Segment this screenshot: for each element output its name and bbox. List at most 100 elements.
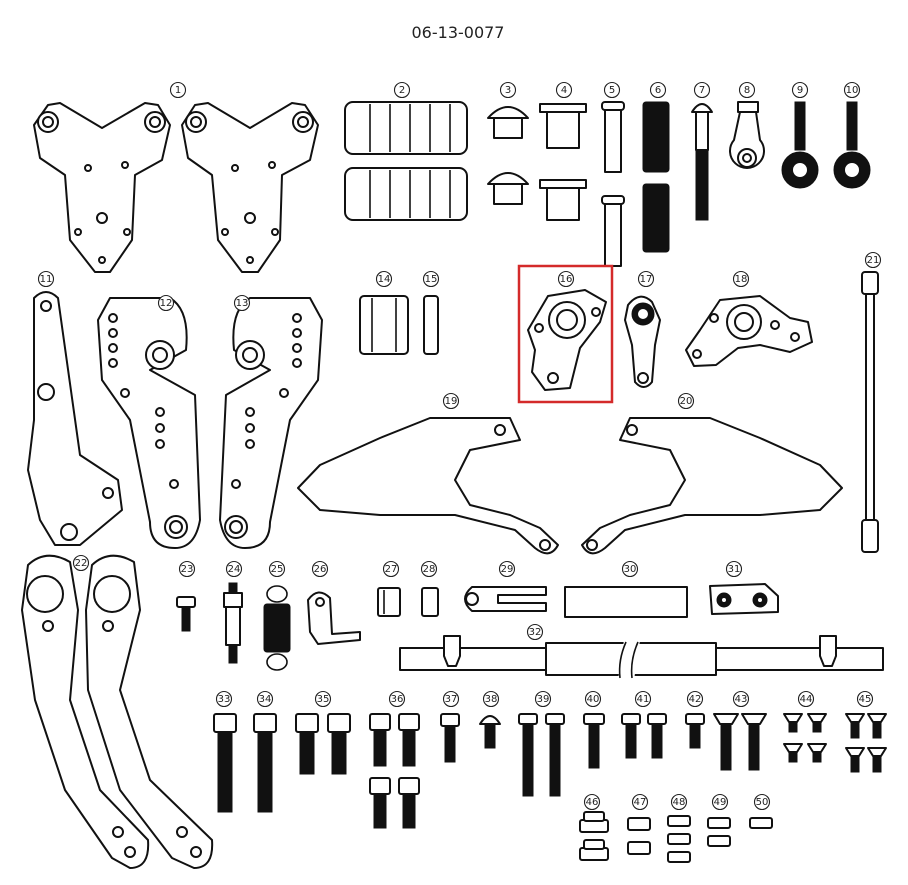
callout-circle (753, 793, 771, 811)
callout-circle (225, 560, 243, 578)
callout-35: 35 (314, 690, 332, 708)
callout-34: 34 (256, 690, 274, 708)
part-30-bar (564, 586, 688, 618)
callout-number: 8 (744, 85, 750, 96)
callout-25: 25 (268, 560, 286, 578)
callout-number: 19 (445, 396, 458, 407)
part-18-bracket (685, 295, 813, 367)
part-35-socket-bolt-pair (295, 713, 351, 775)
part-36-socket-bolt-set (369, 713, 420, 829)
callout-circle (791, 81, 809, 99)
callout-number: 44 (800, 694, 813, 705)
callout-circle (555, 81, 573, 99)
part-29-slotted-link (464, 586, 547, 612)
callout-circle (526, 623, 544, 641)
part-44-countersunk-screw-set (783, 713, 827, 763)
callout-number: 46 (586, 797, 599, 808)
callout-circle (498, 560, 516, 578)
callout-17: 17 (637, 270, 655, 288)
part-1-bracket-pair (33, 102, 319, 273)
callout-circle (37, 270, 55, 288)
callout-16: 16 (557, 270, 575, 288)
callout-circle (233, 294, 251, 312)
callout-number: 50 (756, 797, 769, 808)
callout-31: 31 (725, 560, 743, 578)
part-21-tie-rod (861, 271, 879, 553)
callout-circle (677, 392, 695, 410)
part-43-countersunk-bolt-pair (713, 713, 767, 771)
part-46-flange-nut-pair (579, 811, 609, 861)
callout-29: 29 (498, 560, 516, 578)
callout-23: 23 (178, 560, 196, 578)
callout-27: 27 (382, 560, 400, 578)
callout-number: 49 (714, 797, 727, 808)
callout-19: 19 (442, 392, 460, 410)
callout-8: 8 (738, 81, 756, 99)
callout-28: 28 (420, 560, 438, 578)
part-13-plate (219, 297, 323, 549)
callout-number: 29 (501, 564, 514, 575)
callout-circle (621, 560, 639, 578)
part-32-long-bar (399, 635, 884, 680)
part-19-guard-plate (297, 417, 559, 555)
callout-circle (686, 690, 704, 708)
part-45-countersunk-screw-set (845, 713, 887, 773)
callout-circle (534, 690, 552, 708)
callout-circle (169, 81, 187, 99)
callout-circle (382, 560, 400, 578)
callout-number: 7 (699, 85, 705, 96)
callout-circle (157, 294, 175, 312)
callout-circle (603, 81, 621, 99)
part-40-flange-bolt (583, 713, 605, 769)
callout-circle (442, 392, 460, 410)
part-17-lever (624, 295, 661, 388)
callout-circle (557, 270, 575, 288)
callout-37: 37 (442, 690, 460, 708)
callout-21: 21 (864, 251, 882, 269)
callout-22: 22 (72, 554, 90, 572)
part-47-nut-pair (627, 817, 651, 855)
callout-11: 11 (37, 270, 55, 288)
callout-33: 33 (215, 690, 233, 708)
callout-circle (797, 690, 815, 708)
callout-number: 21 (867, 255, 880, 266)
callout-38: 38 (482, 690, 500, 708)
part-50-nut (749, 817, 773, 829)
callout-49: 49 (711, 793, 729, 811)
callout-circle (268, 560, 286, 578)
callout-number: 26 (314, 564, 327, 575)
callout-42: 42 (686, 690, 704, 708)
callout-36: 36 (388, 690, 406, 708)
callout-number: 32 (529, 627, 542, 638)
callout-number: 38 (485, 694, 498, 705)
callout-number: 11 (40, 274, 53, 285)
callout-number: 22 (75, 558, 88, 569)
drawing-number: 06-13-0077 (412, 23, 505, 42)
callout-number: 9 (797, 85, 803, 96)
callout-number: 1 (175, 85, 181, 96)
callout-number: 42 (689, 694, 702, 705)
part-23-bolt (176, 596, 196, 632)
callout-41: 41 (634, 690, 652, 708)
callout-number: 6 (655, 85, 661, 96)
callout-circle (482, 690, 500, 708)
callout-10: 10 (843, 81, 861, 99)
callout-6: 6 (649, 81, 667, 99)
callout-circle (393, 81, 411, 99)
part-28-spacer (421, 587, 439, 617)
callout-circle (864, 251, 882, 269)
callout-26: 26 (311, 560, 329, 578)
callout-number: 27 (385, 564, 398, 575)
callout-44: 44 (797, 690, 815, 708)
callout-number: 23 (181, 564, 194, 575)
highlight-box-part-16 (517, 264, 614, 404)
callout-12: 12 (157, 294, 175, 312)
callout-14: 14 (375, 270, 393, 288)
callout-30: 30 (621, 560, 639, 578)
callout-circle (732, 690, 750, 708)
callout-number: 12 (160, 298, 173, 309)
callout-number: 39 (537, 694, 550, 705)
callout-circle (422, 270, 440, 288)
callout-number: 14 (378, 274, 391, 285)
